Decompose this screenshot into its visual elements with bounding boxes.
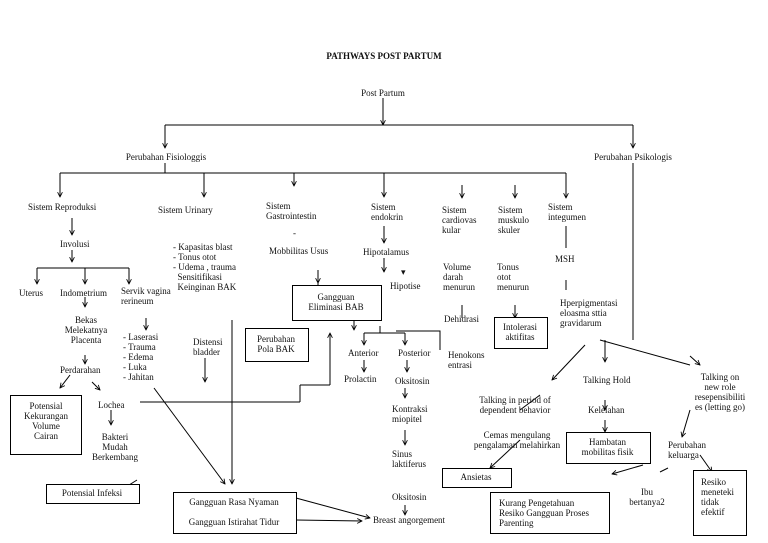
node-urinary-items: - Kapasitas blast - Tonus otot - Udema ,… xyxy=(173,242,237,292)
box-hambatan xyxy=(566,432,651,464)
node-volume-darah: Volume darah menurun xyxy=(443,262,475,292)
diagram-title: PATHWAYS POST PARTUM xyxy=(326,51,442,61)
node-perdarahan: Perdarahan xyxy=(60,365,101,375)
box-perubahan-pola-bak xyxy=(245,328,309,362)
node-letting-go: Talking on new role resepensibiliti es (… xyxy=(694,372,746,412)
node-anterior: Anterior xyxy=(348,348,379,358)
node-sistem-muskuloskuler: Sistem muskulo skuler xyxy=(498,205,530,235)
node-sinus: Sinus laktiferus xyxy=(392,449,426,469)
node-gangguan-nyaman: Gangguan Rasa Nyaman xyxy=(189,497,279,507)
box-gangguan-eliminasi xyxy=(292,285,382,321)
node-lochea: Lochea xyxy=(98,400,125,410)
node-perubahan-keluarga: Perubahan keluarga xyxy=(668,440,706,460)
node-hambatan: Hambatan mobilitas fisik xyxy=(581,437,634,457)
node-msh: MSH xyxy=(555,254,575,264)
node-uterus: Uterus xyxy=(19,288,43,298)
node-distensi: Distensi bladder xyxy=(193,337,223,357)
node-hiperpigmentasi: Hperpigmentasi eloasma sttia gravidarum xyxy=(560,298,618,328)
node-kurang-pengetahuan: Kurang Pengetahuan Resiko Gangguan Prose… xyxy=(499,498,589,528)
node-taking-in: Talking in period of dependent behavior xyxy=(479,395,551,415)
node-hemokons: Henokons entrasi xyxy=(448,350,485,370)
box-intoleransi xyxy=(494,317,548,349)
node-sistem-endokrin: Sistem endokrin xyxy=(371,202,403,222)
node-sistem-gastrointestin: Sistem Gastrointestin xyxy=(266,201,317,221)
node-hipotise: Hipotise xyxy=(390,281,421,291)
node-sistem-urinary: Sistem Urinary xyxy=(158,205,213,215)
node-oksitosin-2: Oksitosin xyxy=(392,492,427,502)
node-dehidrasi: Dehidrasi xyxy=(444,314,479,324)
node-sistem-integumen: Sistem integumen xyxy=(548,202,586,222)
node-tonus-otot: Tonus otot menurun xyxy=(497,262,529,292)
node-oksitosin: Oksitosin xyxy=(395,376,430,386)
node-potensial-kekurangan: Potensial Kekurangan Volume Cairan xyxy=(24,401,68,441)
box-gangguan xyxy=(173,492,297,534)
node-cemas: Cemas mengulang pengalaman melahirkan xyxy=(473,430,561,450)
node-ibu-bertanya: Ibu bertanya2 xyxy=(629,487,665,507)
node-servik: Servik vagina rerineum xyxy=(121,286,171,306)
node-bakteri: Bakteri Mudah Berkembang xyxy=(92,432,138,462)
node-breast: Breast angorgement xyxy=(373,515,446,525)
node-endometrium: Indometrium xyxy=(60,288,107,298)
node-gangguan-istirahat: Gangguan Istirahat Tidur xyxy=(188,517,280,527)
box-kurang-pengetahuan xyxy=(490,492,610,534)
box-resiko-menete xyxy=(693,470,747,536)
node-intoleransi: Intolerasi aktifitas xyxy=(503,322,537,342)
node-gastro-dash: - xyxy=(293,228,296,238)
node-posterior: Posterior xyxy=(398,348,431,358)
node-sistem-cardiovaskular: Sistem cardiovas kular xyxy=(442,205,477,235)
node-perubahan-pola-bak: Perubahan Pola BAK xyxy=(257,334,295,354)
node-gangguan-eliminasi: Gangguan Eliminasi BAB xyxy=(308,292,364,312)
node-mobilitas-usus: Mobbilitas Usus xyxy=(269,246,329,256)
node-hipotise-marker: ▾ xyxy=(401,267,406,277)
box-potensial-infeksi xyxy=(46,484,140,504)
box-potensial-kekurangan xyxy=(10,395,82,455)
node-resiko-menete: Resiko meneteki tidak efektif xyxy=(701,477,734,517)
box-ansietas xyxy=(442,468,512,488)
node-ansietas: Ansietas xyxy=(460,472,492,482)
node-perubahan-psikologis: Perubahan Psikologis xyxy=(594,152,672,162)
node-kontraksi: Kontraksi miopitel xyxy=(392,404,428,424)
node-perubahan-fisiologis: Perubahan Fisiologgis xyxy=(125,152,207,162)
node-post-partum: Post Partum xyxy=(361,88,405,98)
node-sistem-reproduksi: Sistem Reproduksi xyxy=(28,202,97,212)
node-bekas-placenta: Bekas Melekatnya Placenta xyxy=(64,315,108,345)
node-servik-items: - Laserasi - Trauma - Edema - Luka - Jah… xyxy=(123,332,159,382)
node-potensial-infeksi: Potensial Infeksi xyxy=(61,488,123,498)
node-hipotalamus: Hipotalamus xyxy=(363,247,409,257)
node-prolactin: Prolactin xyxy=(344,374,377,384)
node-taking-hold: Talking Hold xyxy=(583,375,631,385)
node-involusi: Involusi xyxy=(60,239,90,249)
node-kelelahan: Kelelahan xyxy=(588,405,625,415)
